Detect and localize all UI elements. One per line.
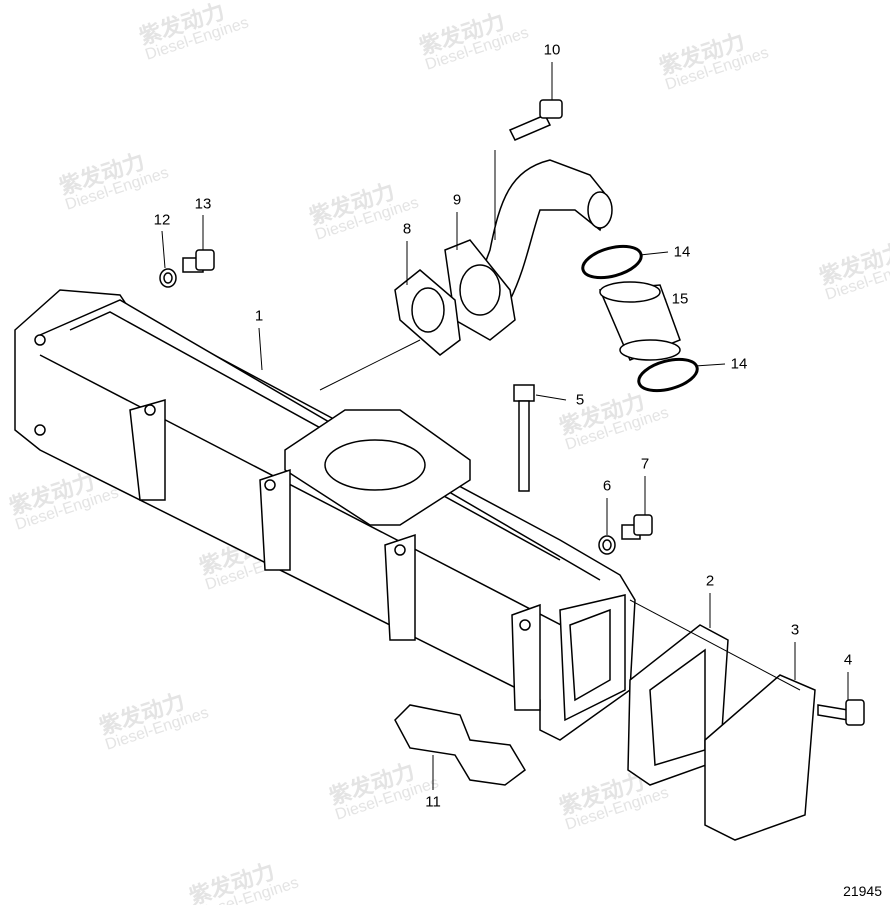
callout-14-upper: 14 [673, 243, 691, 261]
manifold-gasket [394, 704, 526, 786]
washer [159, 268, 177, 288]
bolt-top [508, 99, 563, 141]
callout-15: 15 [671, 290, 689, 308]
washer-right [598, 535, 616, 555]
callout-6: 6 [602, 477, 612, 495]
sleeve [598, 281, 681, 361]
pipe-flange [444, 159, 613, 341]
end-gasket [627, 624, 729, 786]
o-ring-lower [637, 357, 699, 393]
o-ring-upper [581, 244, 643, 280]
callout-4: 4 [843, 651, 853, 669]
callout-3: 3 [790, 621, 800, 639]
callout-14-lower: 14 [730, 355, 748, 373]
document-number: 21945 [843, 883, 882, 899]
callout-11: 11 [425, 793, 441, 811]
callout-12: 12 [153, 211, 171, 229]
plug [182, 249, 215, 273]
callout-9: 9 [452, 191, 462, 209]
callout-2: 2 [705, 572, 715, 590]
long-bolt [513, 384, 535, 492]
callout-1: 1 [254, 307, 264, 325]
leader-lines [161, 62, 849, 790]
callout-13: 13 [194, 195, 212, 213]
gasket [394, 269, 461, 356]
cover-bolt [817, 699, 865, 726]
callout-7: 7 [640, 455, 650, 473]
exhaust-manifold [14, 289, 636, 741]
callout-8: 8 [402, 220, 412, 238]
end-cover [704, 674, 816, 841]
plug-right [621, 514, 653, 540]
callout-10: 10 [543, 41, 561, 59]
callout-5: 5 [575, 391, 585, 409]
